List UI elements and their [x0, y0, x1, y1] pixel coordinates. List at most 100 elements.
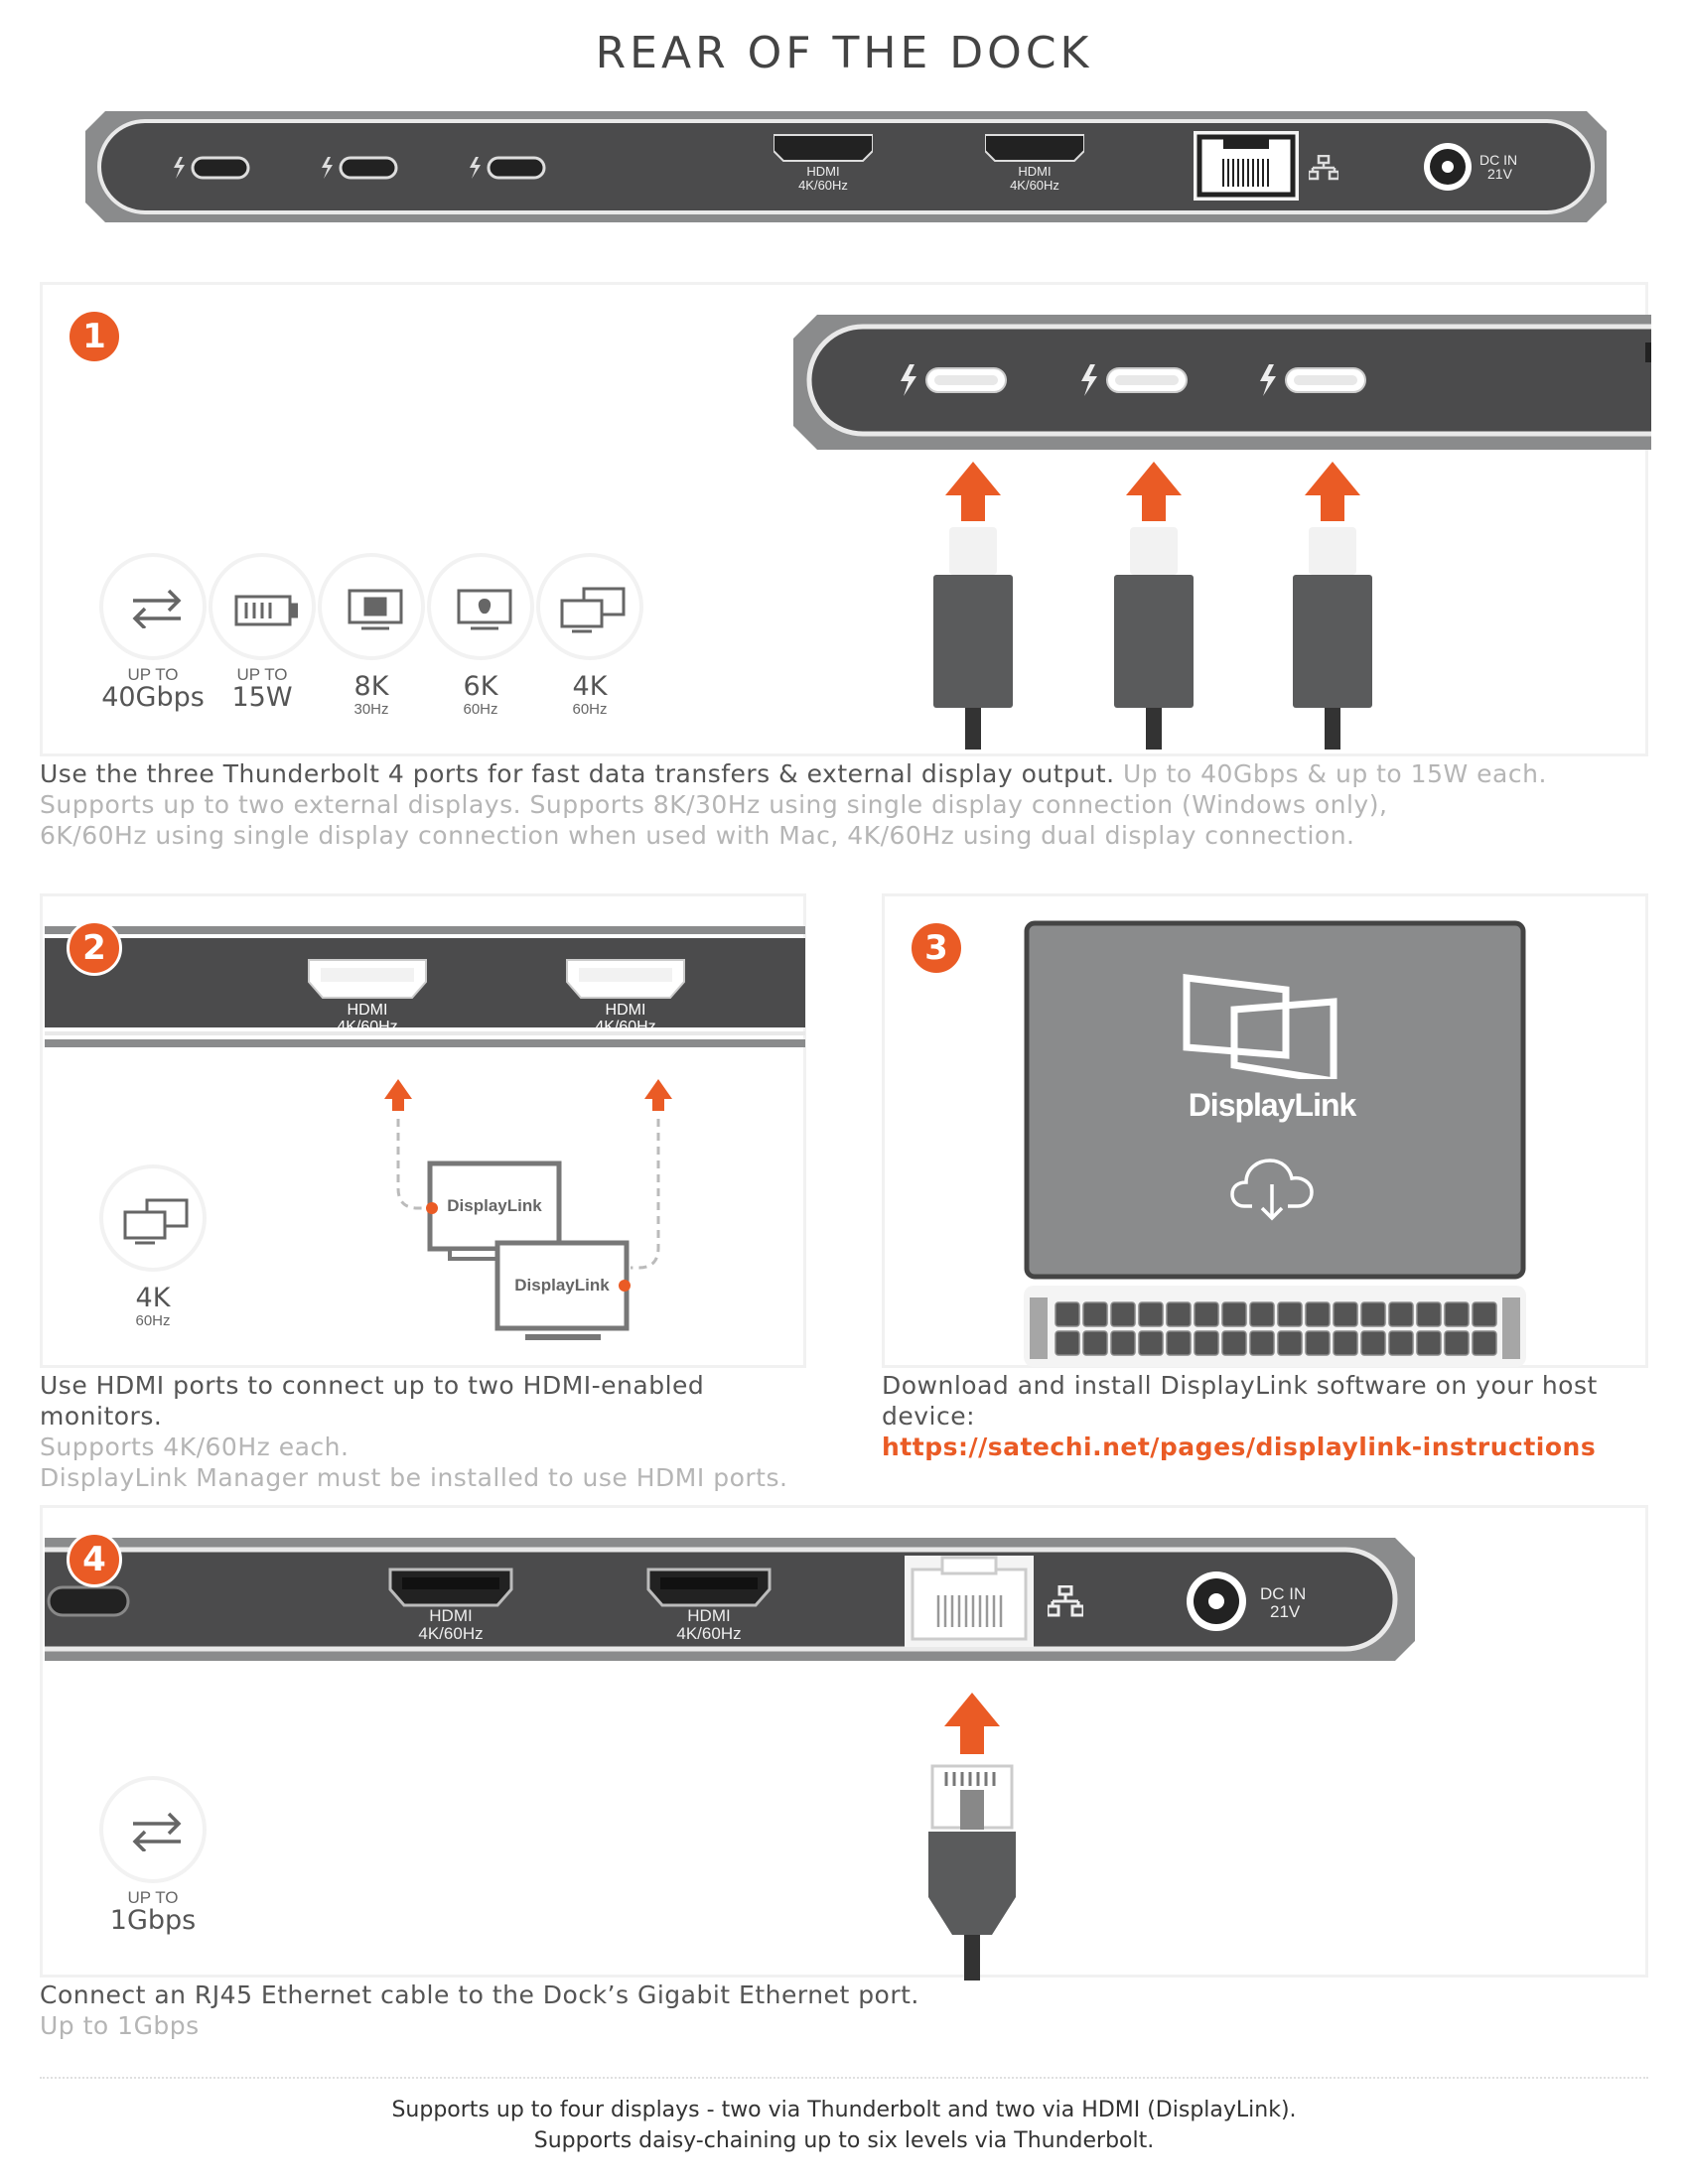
dc-label: DC IN — [1260, 1584, 1307, 1603]
section-3-panel: 3 DisplayLink — [882, 893, 1648, 1368]
spec-value: 6K — [463, 671, 498, 702]
thunderbolt-port-2 — [319, 155, 398, 186]
thunderbolt-port-3 — [1256, 362, 1367, 403]
section-3-description: Download and install DisplayLink softwar… — [882, 1370, 1676, 1462]
hdmi-label: HDMI — [687, 1606, 731, 1625]
spec-unit: 60Hz — [572, 701, 608, 718]
displaylink-monitor-label: DisplayLink — [514, 1276, 610, 1295]
hdmi-label: HDMI — [1018, 164, 1052, 179]
hdmi-spec: 4K/60Hz — [418, 1624, 484, 1643]
hdmi-label: HDMI — [605, 1002, 646, 1019]
cloud-download-icon — [1230, 1155, 1320, 1229]
step-badge-3: 3 — [909, 920, 964, 976]
desc-sub: Supports up to two external displays. Su… — [40, 790, 1388, 819]
displaylink-connection-diagram: DisplayLink DisplayLink — [341, 1079, 688, 1347]
spec-ethernet-speed: UP TO 1Gbps — [98, 1776, 208, 1936]
spec-power: UP TO 15W — [208, 553, 317, 713]
spec-4k: 4K 60Hz — [98, 1164, 208, 1329]
desc-sub: Up to 1Gbps — [40, 2011, 200, 2040]
page-title: REAR OF THE DOCK — [595, 28, 1093, 78]
step-badge-4: 4 — [67, 1532, 122, 1587]
dual-monitor-icon — [123, 1198, 189, 1245]
section-1-panel: 1 UP TO 40Gbps UP TO 15W 8K 30Hz 6K 60Hz… — [40, 282, 1688, 756]
transfer-arrows-icon — [132, 1812, 182, 1851]
section-1-description: Use the three Thunderbolt 4 ports for fa… — [40, 758, 1668, 851]
spec-data-speed: UP TO 40Gbps — [98, 553, 208, 713]
section-2-description: Use HDMI ports to connect up to two HDMI… — [40, 1370, 834, 1493]
spec-unit: 60Hz — [463, 701, 498, 718]
transfer-arrows-icon — [132, 589, 182, 628]
hdmi-spec: 4K/60Hz — [676, 1624, 742, 1643]
usb-c-cable-1 — [933, 462, 1013, 754]
spec-caption: UP TO — [127, 1888, 179, 1907]
section-4-description: Connect an RJ45 Ethernet cable to the Do… — [40, 1979, 1430, 2041]
desc-sub: DisplayLink Manager must be installed to… — [40, 1463, 788, 1492]
dc-label: DC IN — [1479, 152, 1518, 168]
spec-value: 40Gbps — [101, 682, 205, 713]
thunderbolt-port-1 — [897, 362, 1008, 403]
dc-spec: 21V — [1487, 166, 1512, 182]
step-badge-1: 1 — [67, 309, 122, 364]
displaylink-logo-icon — [1179, 970, 1367, 1086]
usb-c-cable-2 — [1114, 462, 1194, 754]
thunderbolt-port-1 — [171, 155, 250, 186]
spec-caption: UP TO — [236, 665, 288, 684]
displaylink-monitor-label: DisplayLink — [447, 1196, 542, 1215]
dc-in-port — [1185, 1570, 1248, 1638]
footer-divider — [40, 2077, 1648, 2079]
hdmi-label: HDMI — [806, 164, 840, 179]
spec-value: 4K — [572, 671, 608, 702]
ethernet-port — [905, 1556, 1034, 1652]
thunderbolt-port-2 — [1077, 362, 1189, 403]
spec-value: 15W — [231, 682, 293, 713]
monitor-icon — [348, 589, 403, 630]
hdmi-spec: 4K/60Hz — [337, 1019, 398, 1035]
displaylink-instructions-link[interactable]: https://satechi.net/pages/displaylink-in… — [882, 1433, 1597, 1461]
desc-sub: Up to 40Gbps & up to 15W each. — [1114, 759, 1547, 788]
spec-value: 8K — [353, 671, 389, 702]
spec-caption: UP TO — [127, 665, 179, 684]
desc-main: Connect an RJ45 Ethernet cable to the Do… — [40, 1980, 919, 2009]
footer-line-2: Supports daisy-chaining up to six levels… — [533, 2128, 1155, 2153]
thunderbolt-ports-closeup — [793, 315, 1688, 450]
apple-monitor-icon — [457, 589, 512, 630]
dc-in-port — [1422, 141, 1474, 198]
desc-main: Use HDMI ports to connect up to two HDMI… — [40, 1371, 705, 1431]
desc-sub: Supports 4K/60Hz each. — [40, 1433, 350, 1461]
ethernet-cable — [922, 1693, 1022, 1985]
spec-unit: 30Hz — [353, 701, 389, 718]
desc-main: Use the three Thunderbolt 4 ports for fa… — [40, 759, 1115, 788]
spec-value: 1Gbps — [109, 1905, 197, 1936]
desc-main: Download and install DisplayLink softwar… — [882, 1371, 1598, 1431]
spec-unit: 60Hz — [135, 1312, 171, 1329]
laptop-illustration: DisplayLink — [1024, 920, 1526, 1367]
step-badge-2: 2 — [67, 920, 122, 976]
hdmi-spec: 4K/60Hz — [595, 1019, 656, 1035]
hdmi-spec: 4K/60Hz — [798, 178, 848, 193]
footer-line-1: Supports up to four displays - two via T… — [391, 2098, 1297, 2122]
spec-6k: 6K 60Hz — [426, 553, 535, 718]
spec-4k: 4K 60Hz — [535, 553, 644, 718]
desc-sub: 6K/60Hz using single display connection … — [40, 821, 1355, 850]
spec-value: 4K — [135, 1283, 171, 1313]
hdmi-label: HDMI — [429, 1606, 473, 1625]
dc-spec: 21V — [1270, 1602, 1301, 1621]
displaylink-logo-text: DisplayLink — [1188, 1087, 1357, 1123]
ethernet-port — [1194, 131, 1299, 205]
thunderbolt-port-3 — [467, 155, 546, 186]
network-icon — [1307, 154, 1340, 186]
battery-icon — [234, 595, 298, 626]
hdmi-spec: 4K/60Hz — [1010, 178, 1059, 193]
spec-8k: 8K 30Hz — [317, 553, 426, 718]
